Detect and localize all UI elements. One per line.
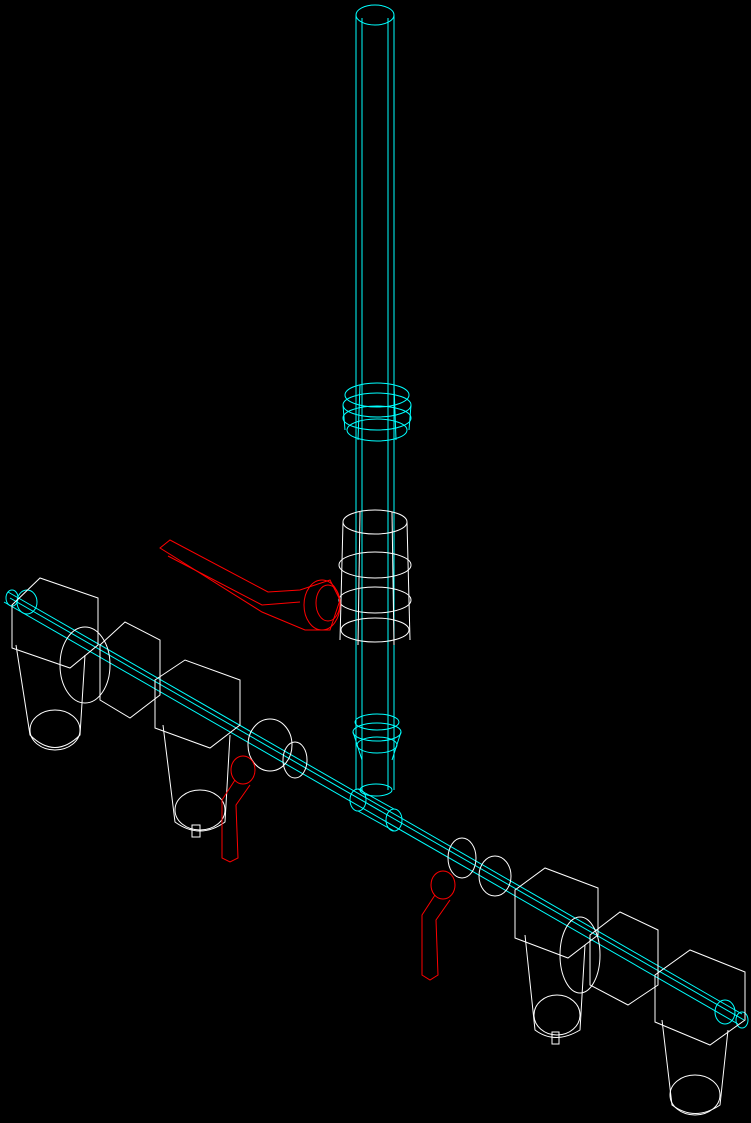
reducer-fitting [352, 713, 402, 761]
ball-valve [338, 509, 412, 646]
filter-unit-4 [654, 949, 746, 1116]
valve-handle-left [221, 755, 256, 863]
filter-unit-3 [447, 837, 659, 1045]
vertical-pipe [355, 4, 395, 790]
valve-handle-main [159, 539, 341, 631]
pipe-union [342, 382, 412, 442]
tee-fitting [349, 783, 403, 832]
filter-unit-1 [11, 577, 161, 751]
valve-handle-right [421, 870, 456, 981]
header-pipe [3, 589, 749, 1029]
filter-unit-2 [154, 659, 308, 838]
